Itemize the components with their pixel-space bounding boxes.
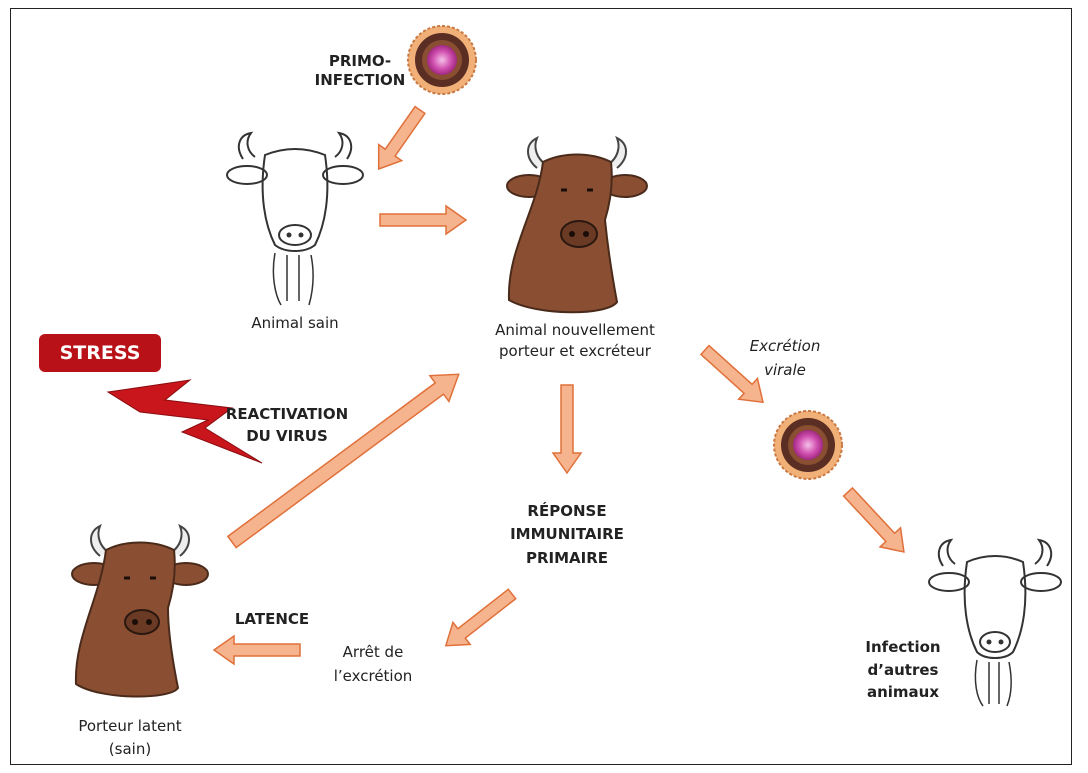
stress-badge: STRESS: [39, 334, 161, 372]
animal-sain-label: Animal sain: [220, 314, 370, 333]
cow-brown-icon: [507, 138, 647, 312]
reponse-immunitaire-label: RÉPONSE IMMUNITAIRE PRIMAIRE: [502, 500, 632, 570]
arrow-reponse-to-arret: [437, 583, 520, 657]
arrow-sain-to-porteur: [380, 206, 466, 234]
latence-label: LATENCE: [222, 610, 322, 629]
arrow-arret-to-latent: [214, 636, 300, 664]
infection-autres-label: Infection d’autres animaux: [848, 636, 958, 704]
virus-icon: [774, 411, 842, 479]
primo-infection-label: PRIMO- INFECTION: [300, 52, 420, 90]
cow-brown-icon: [72, 526, 208, 697]
arrow-porteur-to-reponse: [553, 385, 581, 473]
arret-excretion-label: Arrêt de l’excrétion: [318, 640, 428, 688]
arrow-latent-to-porteur: [222, 361, 468, 554]
cow-outline-icon: [227, 133, 363, 305]
excretion-virale-label: Excrétion virale: [730, 334, 840, 382]
animal-nouvellement-label: Animal nouvellement porteur et excréteur: [470, 320, 680, 362]
reactivation-label: REACTIVATION DU VIRUS: [212, 404, 362, 448]
porteur-latent-label: Porteur latent (sain): [60, 715, 200, 762]
arrow-primo-to-sain: [367, 102, 431, 177]
arrow-virus-to-infection: [838, 482, 914, 561]
